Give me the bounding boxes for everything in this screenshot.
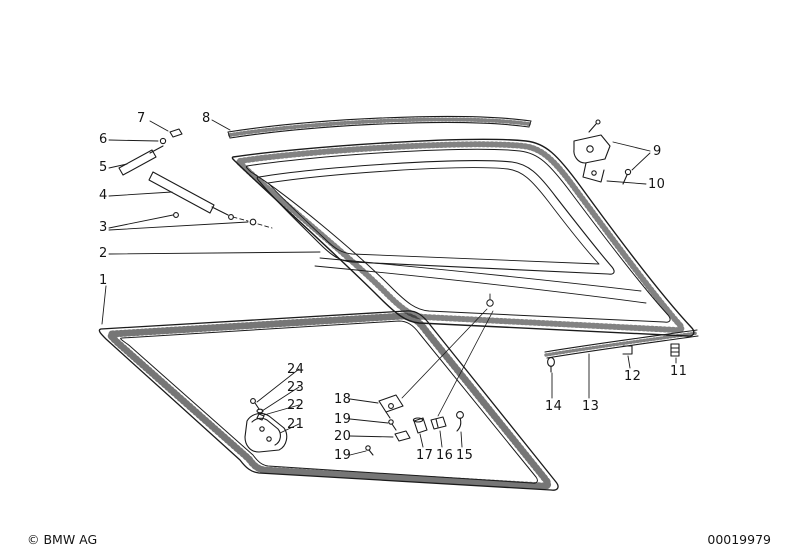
bracket-group [244,398,288,453]
latch-group [365,308,494,456]
hinge-group [573,119,632,185]
callout-1: 1 [99,273,108,288]
callout-19b: 19 [334,448,352,463]
leader-lines [101,119,677,456]
callout-3: 3 [99,220,108,235]
callout-12: 12 [624,369,642,384]
seal-outline [98,310,559,491]
callout-19a: 19 [334,412,352,427]
callout-16: 16 [436,448,454,463]
callout-24: 24 [287,362,305,377]
callout-10: 10 [648,177,666,192]
callout-4: 4 [99,188,108,203]
callout-9: 9 [653,144,662,159]
callout-22: 22 [287,398,305,413]
callout-21: 21 [287,417,305,432]
callout-20: 20 [334,429,352,444]
gas-strut-group [118,128,273,229]
callout-15: 15 [456,448,474,463]
trim-strip [227,115,532,139]
callout-6: 6 [99,132,108,147]
callout-5: 5 [99,160,108,175]
callout-23: 23 [287,380,305,395]
callout-7: 7 [137,111,146,126]
tailgate-outline [231,138,695,337]
callout-17: 17 [416,448,434,463]
fitting-group [544,329,699,373]
callout-18: 18 [334,392,352,407]
callout-11: 11 [670,364,688,379]
callout-14: 14 [545,399,563,414]
copyright-text: © BMW AG [27,532,98,547]
callout-13: 13 [582,399,600,414]
drawing-number-text: 00019979 [707,532,771,547]
callout-2: 2 [99,246,108,261]
callout-8: 8 [202,111,211,126]
